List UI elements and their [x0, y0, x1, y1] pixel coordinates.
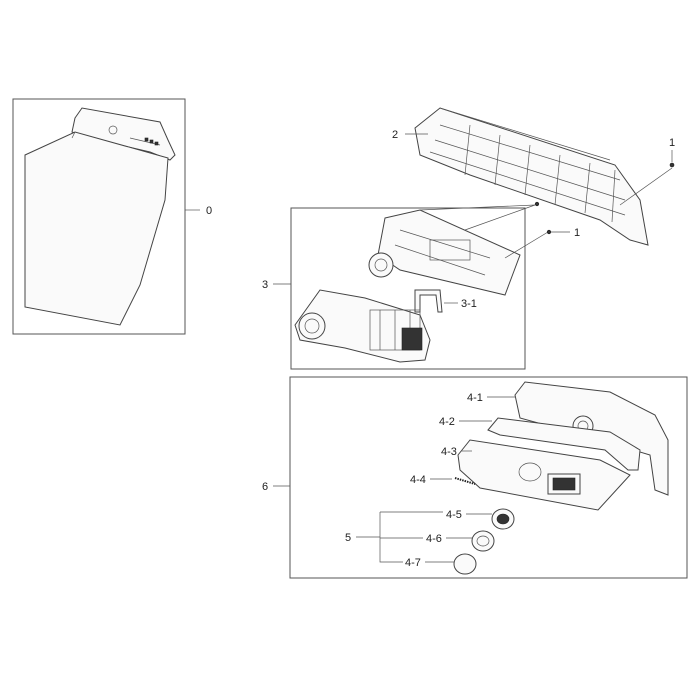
knob-4-6-drawing	[471, 530, 495, 552]
callout-4-2: 4-2	[439, 416, 455, 428]
knob-ring-4-5-drawing	[491, 508, 515, 530]
callout-1-top: 1	[669, 137, 675, 149]
screw-part-1	[669, 162, 675, 168]
main-pcb-drawing	[368, 201, 549, 296]
callout-3-1: 3-1	[461, 298, 477, 310]
knob-cap-4-7-drawing	[453, 553, 477, 575]
callout-5: 5	[345, 532, 351, 544]
assembly-box-3	[290, 207, 526, 370]
front-panel-4-3-drawing	[457, 439, 631, 511]
bracket-3-1-drawing	[414, 289, 443, 313]
sub-pcb-drawing	[294, 289, 431, 363]
callout-4-1: 4-1	[467, 392, 483, 404]
callout-4-7: 4-7	[405, 557, 421, 569]
bracket-5	[379, 511, 443, 563]
washer-cabinet-drawing	[24, 107, 176, 326]
screw-part-1b	[546, 229, 552, 235]
callout-6: 6	[262, 481, 268, 493]
assembly-box-6	[289, 376, 688, 579]
spring-4-4-drawing	[454, 477, 476, 485]
callout-2: 2	[392, 129, 398, 141]
panel-frame-4-2-drawing	[487, 417, 641, 471]
callout-0: 0	[206, 205, 212, 217]
callout-4-3: 4-3	[441, 446, 457, 458]
callout-4-6: 4-6	[426, 533, 442, 545]
callout-4-4: 4-4	[410, 474, 426, 486]
control-panel-frame-drawing	[414, 107, 649, 246]
callout-1-mid: 1	[574, 227, 580, 239]
callout-4-5: 4-5	[446, 509, 462, 521]
assembly-box-0	[12, 98, 186, 335]
callout-3: 3	[262, 279, 268, 291]
